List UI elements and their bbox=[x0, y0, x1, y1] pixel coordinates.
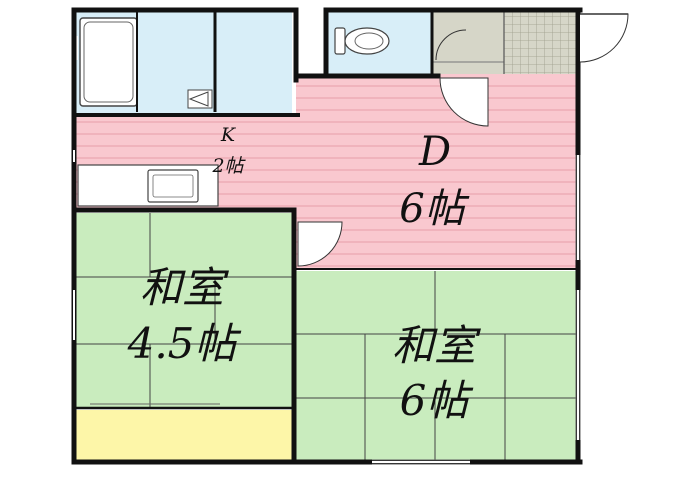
tatami-floor-6 bbox=[296, 271, 578, 460]
washbasin-mark bbox=[188, 91, 209, 107]
tatami-6-size: 6帖 bbox=[400, 376, 474, 425]
tatami-mats-6 bbox=[296, 271, 578, 460]
bathroom bbox=[74, 12, 292, 115]
entrance-door bbox=[579, 13, 629, 63]
entrance-step bbox=[432, 12, 504, 74]
tatami-floor-4-5 bbox=[76, 213, 292, 408]
toilet-room bbox=[328, 12, 432, 74]
kitchen-name: K bbox=[220, 124, 237, 146]
tatami-mats-4-5 bbox=[76, 213, 292, 408]
dining-door-lower bbox=[297, 221, 343, 267]
entrance-tile-floor bbox=[504, 12, 576, 74]
closet bbox=[76, 403, 292, 460]
closet-floor bbox=[76, 410, 292, 460]
tatami-room-4-5 bbox=[76, 213, 292, 408]
doors bbox=[297, 13, 629, 267]
tatami-6-name: 和室 bbox=[392, 321, 481, 370]
room-labels: D 6帖 K 2帖 和室 4.5帖 和室 6帖 bbox=[127, 124, 481, 425]
dining-kitchen-room bbox=[76, 74, 578, 268]
tatami-4-5-size: 4.5帖 bbox=[127, 319, 242, 368]
dining-name: D bbox=[418, 129, 451, 175]
tatami-4-5-name: 和室 bbox=[140, 263, 229, 312]
dining-floor-stripes bbox=[76, 85, 578, 267]
kitchen-counter bbox=[77, 164, 219, 207]
windows bbox=[73, 150, 579, 463]
toilet-door bbox=[435, 29, 467, 61]
dining-door-upper bbox=[439, 77, 489, 127]
tatami-room-6 bbox=[296, 271, 578, 460]
bathtub-inner bbox=[83, 21, 134, 103]
kitchen-size: 2帖 bbox=[211, 155, 246, 177]
entrance bbox=[432, 12, 576, 74]
toilet-tank bbox=[334, 27, 346, 55]
dining-size: 6帖 bbox=[399, 186, 469, 232]
